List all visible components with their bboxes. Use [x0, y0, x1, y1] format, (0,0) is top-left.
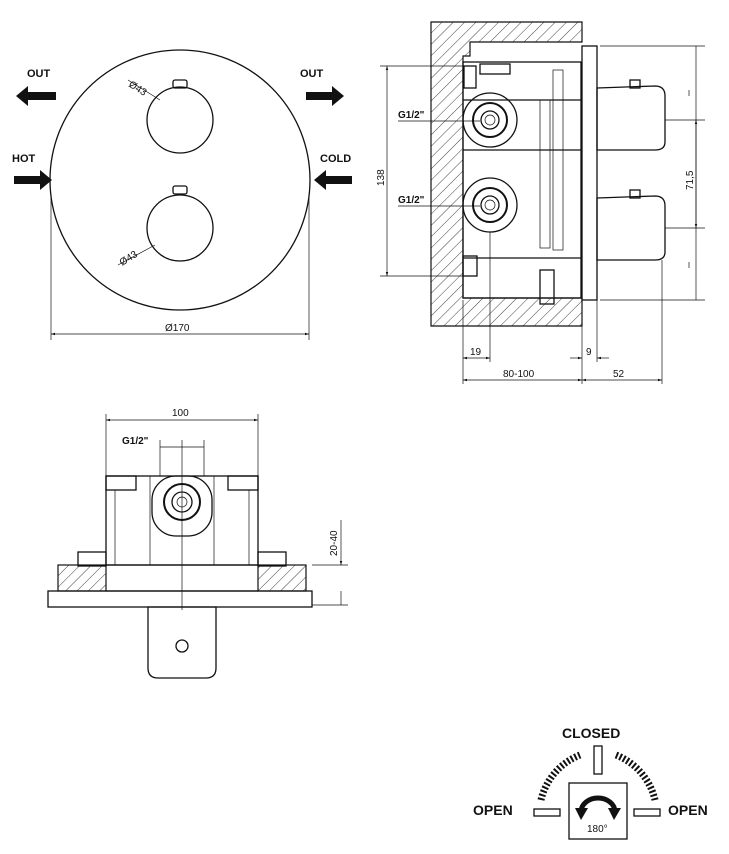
port-top	[462, 92, 518, 148]
arrow-right-icon	[306, 86, 344, 106]
side-view: G1/2" G1/2" 138 71,5	[376, 21, 705, 384]
knob-hole	[175, 639, 189, 653]
arrow-hot-icon	[14, 170, 52, 190]
wall-hatch	[430, 21, 583, 327]
thread-bottom: G1/2"	[398, 195, 425, 206]
wall-hatch-left	[57, 564, 107, 592]
label-hot: HOT	[12, 153, 36, 165]
dim-19: 19	[470, 347, 482, 358]
label-open-left: OPEN	[473, 802, 513, 818]
rotation-diagram: CLOSED OPEN OPEN 180°	[473, 725, 708, 840]
cover-plate-top	[47, 590, 313, 608]
label-open-right: OPEN	[668, 802, 708, 818]
dim-spacing: 71,5	[685, 170, 696, 190]
dim-9: 9	[586, 347, 592, 358]
dia-knob-top: Ø43	[126, 79, 148, 99]
dim-52: 52	[613, 369, 625, 380]
cover-plate-side	[581, 45, 598, 301]
knob-front-view	[147, 606, 217, 679]
dim-width-top: 100	[172, 408, 189, 419]
dia-knob-bottom: Ø43	[118, 249, 140, 269]
arc-left	[537, 751, 582, 801]
knob-bottom	[146, 194, 214, 262]
dim-depth: 80-100	[503, 369, 535, 380]
open-mark-left	[533, 808, 561, 817]
angle-label: 180°	[587, 824, 608, 835]
dia-plate: Ø170	[165, 323, 190, 334]
dim-height: 138	[376, 169, 387, 186]
knob-bottom-stem	[172, 185, 188, 195]
dim-wall: 20-40	[329, 530, 340, 556]
open-mark-right	[633, 808, 661, 817]
wall-hatch-right	[257, 564, 307, 592]
closed-mark	[593, 745, 603, 775]
arrow-left-icon	[16, 86, 56, 106]
port-bottom	[462, 177, 518, 233]
box-body	[462, 61, 582, 299]
arrow-cold-icon	[314, 170, 352, 190]
knob-top	[146, 86, 214, 154]
front-view: Ø43 Ø43 OUT OUT HOT COLD Ø170	[12, 49, 352, 340]
label-out-left: OUT	[27, 68, 51, 80]
knob-top-stem	[172, 79, 188, 89]
rotate-arrow-icon	[575, 795, 621, 820]
knob-top-side	[596, 79, 666, 151]
arc-right	[614, 751, 659, 801]
thread-top-view: G1/2"	[122, 436, 149, 447]
top-view: 100 G1/2" 20-40	[47, 408, 348, 679]
thread-top: G1/2"	[398, 110, 425, 121]
label-out-right: OUT	[300, 68, 324, 80]
cover-plate	[49, 49, 311, 311]
knob-bottom-side	[596, 189, 666, 261]
rotation-box	[568, 782, 628, 840]
label-cold: COLD	[320, 153, 351, 165]
label-closed: CLOSED	[562, 725, 620, 741]
